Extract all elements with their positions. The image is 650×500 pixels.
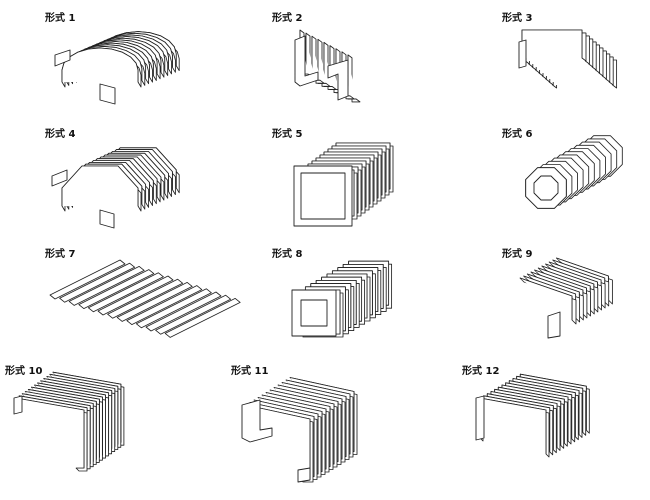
- gable-bellows-icon: [51, 147, 180, 229]
- octagonal-bellows-icon: [525, 135, 623, 209]
- square-bellows-icon: [291, 260, 393, 338]
- figure-label-10: 形式 10: [5, 364, 42, 377]
- rectangular-bellows-icon: [293, 142, 394, 227]
- figure-label-2: 形式 2: [272, 11, 302, 24]
- figure-label-3: 形式 3: [502, 11, 532, 24]
- bracket-bellows-icon: [518, 29, 618, 89]
- l-bellows-icon: [519, 257, 613, 339]
- figure-label-11: 形式 11: [231, 364, 268, 377]
- figure-label-7: 形式 7: [45, 247, 75, 260]
- figure-label-12: 形式 12: [462, 364, 499, 377]
- flat-bellows-icon: [49, 259, 241, 338]
- figure-label-9: 形式 9: [502, 247, 532, 260]
- u-bellows-icon: [13, 371, 125, 472]
- double-hook-bellows-icon: [241, 377, 358, 483]
- figure-label-8: 形式 8: [272, 247, 302, 260]
- figure-label-6: 形式 6: [502, 127, 532, 140]
- table-bellows-icon: [475, 373, 590, 458]
- figure-label-4: 形式 4: [45, 127, 75, 140]
- figure-label-5: 形式 5: [272, 127, 302, 140]
- figure-label-1: 形式 1: [45, 11, 75, 24]
- arch-bellows-icon: [54, 31, 180, 105]
- hooked-bellows-icon: [294, 29, 361, 103]
